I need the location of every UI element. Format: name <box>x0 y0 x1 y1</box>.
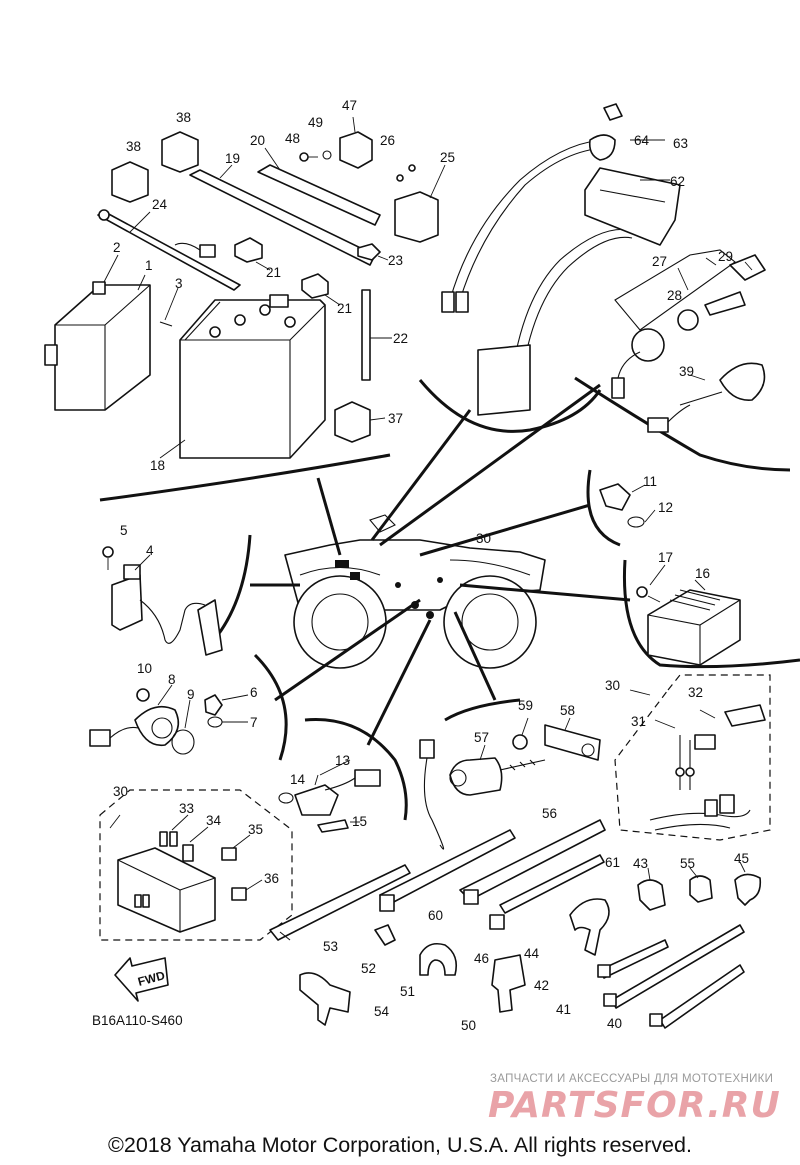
part-number-label: 31 <box>631 714 646 729</box>
atv-silhouette <box>284 514 546 669</box>
part-number-label: 60 <box>428 908 443 923</box>
ignition-group <box>611 249 766 433</box>
part-number-label: 33 <box>179 801 194 816</box>
part-number-label: 13 <box>335 753 350 768</box>
battery <box>159 294 326 459</box>
part-number-label: 16 <box>695 566 710 581</box>
part-number-label: 15 <box>352 814 367 829</box>
part-number-label: 7 <box>250 715 258 730</box>
copyright-notice: ©2018 Yamaha Motor Corporation, U.S.A. A… <box>108 1133 692 1157</box>
rectifier-group <box>636 564 741 666</box>
fwd-label: FWD <box>136 968 166 989</box>
part-number-label: 49 <box>308 115 323 130</box>
part-number-label: 1 <box>145 258 153 273</box>
part-number-label: 19 <box>225 151 240 166</box>
part-number-label: 11 <box>643 474 657 489</box>
harness-top-right <box>441 103 681 416</box>
part-number-label: 6 <box>250 685 258 700</box>
part-number-label: 53 <box>323 939 338 954</box>
part-number-label: 3 <box>175 276 183 291</box>
part-number-label: 37 <box>388 411 403 426</box>
part-number-label: 55 <box>680 856 695 871</box>
part-number-label: 62 <box>670 174 685 189</box>
part-number-label: 29 <box>718 249 733 264</box>
watermark-logo: PARTSFOR.RU <box>488 1085 781 1126</box>
part-number-label: 42 <box>534 978 549 993</box>
part-number-label: 47 <box>342 98 357 113</box>
part-number-label: 5 <box>120 523 128 538</box>
starter-relay-group <box>419 717 601 850</box>
part-number-label: 45 <box>734 851 749 866</box>
part-number-label: 12 <box>658 500 673 515</box>
part-number-label: 18 <box>150 458 165 473</box>
part-number-label: 38 <box>126 139 141 154</box>
lead-wire-box <box>614 674 771 841</box>
part-number-label: 27 <box>652 254 667 269</box>
part-number-label: 52 <box>361 961 376 976</box>
speed-sensor-group <box>278 759 381 833</box>
part-number-label: 21 <box>266 265 281 280</box>
part-number-label: 59 <box>518 698 533 713</box>
part-number-label: 54 <box>374 1004 390 1019</box>
part-number-label: 24 <box>152 197 168 212</box>
part-number-label: 61 <box>605 855 620 870</box>
part-number-label: 38 <box>176 110 191 125</box>
part-number-label: 17 <box>658 550 673 565</box>
part-number-label: 63 <box>673 136 688 151</box>
part-number-label: 21 <box>337 301 352 316</box>
part-number-label: 2 <box>113 240 121 255</box>
part-number-label: 56 <box>542 806 557 821</box>
part-number-label: 30 <box>113 784 128 799</box>
sector-leaders <box>250 383 631 746</box>
part-number-label: 39 <box>679 364 694 379</box>
sensor-group-left <box>89 684 249 755</box>
part-number-label: 57 <box>474 730 489 745</box>
drawing-code: B16A110-S460 <box>92 1013 183 1028</box>
watermark-tagline: ЗАПЧАСТИ И АКСЕССУАРЫ ДЛЯ МОТОТЕХНИКИ <box>490 1073 773 1085</box>
part-number-label: 48 <box>285 131 300 146</box>
part-number-label: 51 <box>400 984 415 999</box>
ignition-coil-group <box>102 546 223 656</box>
watermark: ЗАПЧАСТИ И АКСЕССУАРЫ ДЛЯ МОТОТЕХНИКИ PA… <box>488 1073 781 1126</box>
part-number-label: 36 <box>264 871 279 886</box>
part-number-label: 50 <box>461 1018 476 1033</box>
battery-straps <box>97 147 392 381</box>
part-number-label: 25 <box>440 150 455 165</box>
part-number-label: 28 <box>667 288 682 303</box>
part-number-labels: 1 2 3 4 5 6 7 8 9 10 11 12 13 14 15 16 1… <box>113 98 749 1033</box>
part-number-label: 10 <box>137 661 152 676</box>
part-number-label: 34 <box>206 813 222 828</box>
fwd-arrow: FWD <box>114 957 169 1002</box>
part-number-label: 46 <box>474 951 489 966</box>
fuse-box-group <box>99 789 293 941</box>
part-number-label: 41 <box>556 1002 571 1017</box>
part-number-label: 22 <box>393 331 408 346</box>
part-number-label: 20 <box>250 133 265 148</box>
relays-top <box>111 116 446 443</box>
part-number-label: 58 <box>560 703 575 718</box>
part-number-label: 4 <box>146 543 154 558</box>
part-number-label: 35 <box>248 822 263 837</box>
part-number-label: 9 <box>187 687 195 702</box>
part-number-label: 32 <box>688 685 703 700</box>
cable-ties <box>269 819 745 1029</box>
clamps <box>299 861 762 1026</box>
part-number-label: 23 <box>388 253 403 268</box>
part-number-label: 64 <box>634 133 650 148</box>
part-number-label: 44 <box>524 946 540 961</box>
sensor-group-right <box>599 483 656 528</box>
part-number-label: 8 <box>168 672 176 687</box>
part-number-label: 14 <box>290 772 306 787</box>
part-number-label: 43 <box>633 856 648 871</box>
part-number-label: 40 <box>607 1016 622 1031</box>
ecu-group <box>44 254 179 411</box>
part-number-label: 30 <box>476 531 491 546</box>
part-number-label: 30 <box>605 678 620 693</box>
sector-dividers <box>99 376 800 821</box>
part-number-label: 26 <box>380 133 395 148</box>
